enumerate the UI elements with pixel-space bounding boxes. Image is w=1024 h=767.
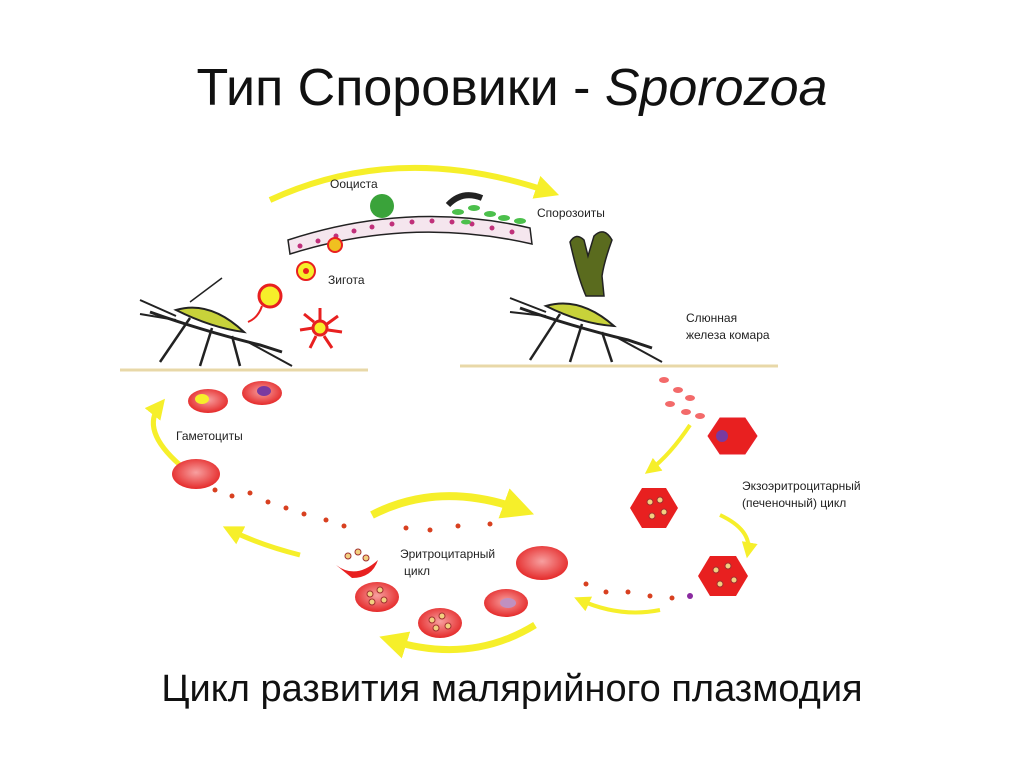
rbc-schizont-2 [355, 582, 399, 612]
label-exo-2: (печеночный) цикл [742, 496, 846, 510]
arrow-left-bottom [222, 526, 301, 558]
rbc-burst [336, 560, 378, 578]
label-salivary-2: железа комара [686, 328, 770, 342]
arrow-top [268, 164, 560, 203]
gut-wall [287, 215, 533, 255]
microgamete [299, 308, 343, 349]
macrogamete [257, 283, 283, 309]
label-zygote: Зигота [328, 273, 365, 287]
mosquito-left-icon [139, 277, 293, 367]
merozoite-dots [212, 487, 693, 601]
label-salivary-1: Слюнная [686, 311, 737, 325]
oocyst-cell [370, 194, 394, 218]
arrow-left-up [144, 398, 182, 467]
label-sporozoites: Спорозоиты [537, 206, 605, 220]
label-oocyst: Ооциста [330, 177, 378, 191]
label-ery-2: цикл [404, 564, 430, 578]
arrow-bottom-right [574, 596, 661, 615]
slide-caption: Цикл развития малярийного плазмодия [161, 668, 863, 710]
title-prefix: Тип Споровики - [196, 59, 605, 117]
rbc-schizont-1 [418, 608, 462, 638]
rbc-ery-right [516, 546, 568, 580]
ookinete-cell [327, 237, 343, 253]
slide-title: Тип Споровики - Sporozoa [0, 58, 1024, 118]
rbc-left [172, 459, 220, 489]
injected-sporozoites [659, 377, 705, 419]
arrow-right-exo [719, 513, 758, 559]
label-gametocytes: Гаметоциты [176, 429, 243, 443]
title-latin: Sporozoa [604, 59, 828, 117]
label-ery-1: Эритроцитарный [400, 547, 495, 561]
liver-cell-2 [630, 488, 678, 528]
salivary-gland-icon [569, 231, 613, 297]
arrow-ery-bottom [379, 622, 537, 659]
arrow-ery-top [370, 488, 535, 519]
mosquito-right-icon [509, 297, 663, 363]
label-exo-1: Экзоэритроцитарный [742, 479, 861, 493]
arrow-right-down [644, 423, 692, 474]
liver-cell-1 [707, 417, 758, 455]
sporozoites-cluster [445, 192, 526, 225]
liver-cell-3 [698, 556, 748, 596]
